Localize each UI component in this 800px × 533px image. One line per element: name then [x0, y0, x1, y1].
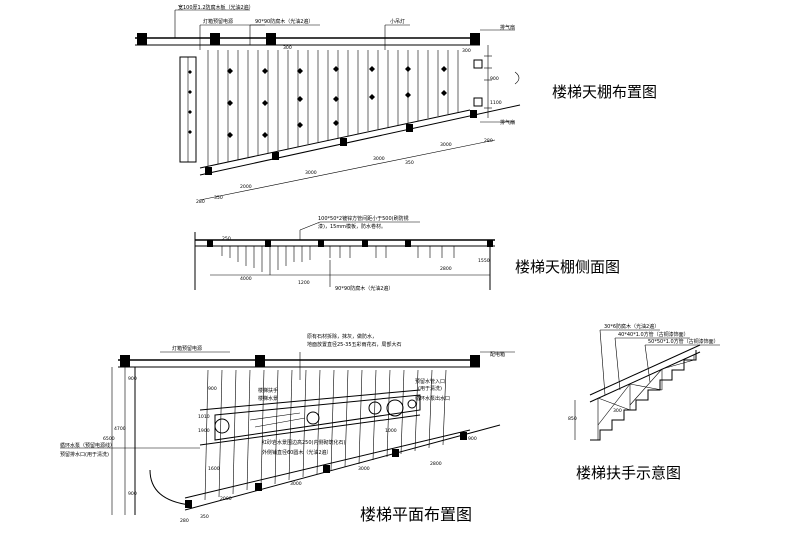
dim-label: 6500 — [103, 436, 115, 442]
ann-distribution-box: 配电箱 — [490, 351, 505, 358]
title-plan-layout: 楼梯平面布置图 — [360, 505, 472, 524]
dim-label: 2800 — [430, 461, 442, 467]
column-block — [470, 33, 480, 45]
dim-label: 1100 — [490, 100, 502, 106]
dim-label: 900 — [128, 491, 137, 497]
water-feature — [214, 394, 421, 441]
dim-label: 2000 — [220, 496, 232, 502]
dim-label: 3000 — [290, 481, 302, 487]
ann-pump: 循环水泵（预留电源线） — [60, 442, 115, 449]
ann-pipe-a: 100*50*2镀锌方管间距小于500(刷防锈 — [318, 215, 409, 222]
handrail-diagram: 30*6防腐木（光油2遍） 40*40*1.0方管（古铜漆饰面） 50*50*1… — [568, 323, 720, 482]
ann-lamp: 小吊灯 — [390, 18, 405, 25]
ann-handrail-2: 40*40*1.0方管（古铜漆饰面） — [618, 331, 689, 338]
ceiling-layout-plan: 宽100厚1.2防腐木板（光油2遍） 灯箱预留电源 90*90防腐木（光油2遍）… — [135, 4, 657, 205]
title-ceiling-layout: 楼梯天棚布置图 — [552, 83, 657, 101]
ann-inlet-b: (用于清洗) — [418, 385, 442, 392]
exhaust-fan-icon — [473, 97, 483, 107]
column-block — [137, 33, 147, 45]
dim-label: 900 — [128, 376, 137, 382]
dim-label: 900 — [490, 76, 499, 82]
dim-label: 1600 — [208, 466, 220, 472]
dim-label: 3000 — [440, 142, 452, 148]
ann-water: 楼梯水景 — [258, 395, 278, 402]
dim-label: 2000 — [240, 184, 252, 190]
ann-power-plan: 灯箱预留电源 — [172, 345, 202, 352]
dim-label: 900 — [208, 386, 217, 392]
ann-edge: 外侧铺直径60圆木（光油2遍） — [262, 449, 332, 456]
ann-inlet-a: 预留水管入口 — [415, 378, 445, 385]
dim-label: 1010 — [198, 414, 210, 420]
ann-handrail-3: 50*50*1.0方管（古铜漆饰面） — [648, 338, 719, 345]
ann-stone-b: 地面放置直径25-35五彩雨花石，局部大石 — [307, 341, 402, 348]
exhaust-fan-icon — [473, 59, 483, 69]
ann-pipe-b: 漆)，15mm模板，防水卷材。 — [318, 223, 386, 230]
ann-wood: 90*90防腐木（光油2遍） — [255, 18, 313, 25]
title-handrail: 楼梯扶手示意图 — [576, 464, 681, 482]
dim-label: 4700 — [114, 426, 126, 432]
dim-label: 3000 — [373, 156, 385, 162]
dim-label: 3000 — [358, 466, 370, 472]
pendant-lamp-icon — [188, 66, 447, 138]
ceiling-side-elevation: 100*50*2镀锌方管间距小于500(刷防锈 漆)，15mm模板，防水卷材。 … — [194, 215, 620, 292]
dim-label: 350 — [405, 160, 414, 166]
pump-icon — [214, 418, 230, 434]
ann-outlet: 循环水泵出水口 — [415, 395, 450, 402]
column-block — [266, 33, 276, 45]
ann-board: 宽100厚1.2防腐木板（光油2遍） — [178, 4, 254, 11]
dim-label: 280 — [180, 518, 189, 524]
ann-fan-2: 排气扇 — [500, 119, 515, 126]
dim-label: 350 — [200, 514, 209, 520]
dim-label: 3000 — [305, 170, 317, 176]
dim-label: 850 — [568, 416, 577, 422]
dim-label: 280 — [484, 138, 493, 144]
dim-label: 300 — [613, 408, 622, 414]
ann-rail: 楼梯扶手 — [258, 387, 278, 394]
ann-drain-out: 预留排水口(用于清洗) — [60, 451, 109, 458]
dim-label: 1550 — [478, 258, 490, 264]
dim-label: 280 — [196, 199, 205, 205]
dim-label: 900 — [468, 436, 477, 442]
dim-label: 2800 — [440, 266, 452, 272]
ann-stone-a: 原有石材拆除，抹灰，做防水， — [307, 333, 377, 340]
dim-label: 1200 — [298, 280, 310, 286]
dim-label: 1900 — [198, 428, 210, 434]
dim-label: 350 — [214, 195, 223, 201]
dim-label: 300 — [283, 45, 292, 51]
stair-plan-layout: 灯箱预留电源 原有石材拆除，抹灰，做防水， 地面放置直径25-35五彩雨花石，局… — [60, 333, 515, 524]
column-block — [210, 33, 220, 45]
dim-label: 1000 — [385, 428, 397, 434]
title-ceiling-side: 楼梯天棚侧面图 — [515, 258, 620, 276]
ann-fan-1: 排气扇 — [500, 24, 515, 31]
dim-label: 250 — [222, 236, 231, 242]
ann-wood-side: 90*90防腐木（光油2遍） — [335, 285, 393, 292]
ann-pool: 红砂岩水景围边高250(内侧砌筑化石) — [262, 439, 345, 446]
dim-label: 4000 — [240, 276, 252, 282]
ann-power: 灯箱预留电源 — [203, 18, 233, 25]
dim-label: 300 — [462, 48, 471, 54]
ann-handrail-1: 30*6防腐木（光油2遍） — [604, 323, 659, 330]
